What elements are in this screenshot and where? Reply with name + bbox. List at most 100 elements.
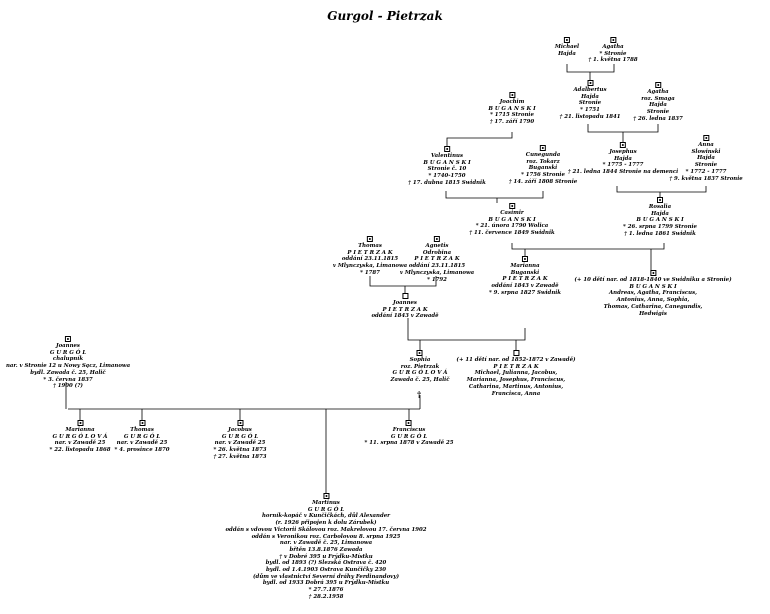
person-line: Agatha	[602, 44, 624, 50]
person-icon	[322, 493, 329, 499]
person-icon	[655, 82, 661, 88]
person-line: G U R G Ó L O V Á	[392, 370, 448, 377]
person-line: Stronie	[578, 100, 602, 107]
person-icon	[508, 203, 515, 209]
person-line: Agnetis	[425, 243, 449, 249]
person-line: (+ 11 dětí nar. od 1852-1872 v Zawadě)	[456, 357, 576, 363]
person-line: Martinus	[312, 500, 340, 506]
person-line: Stronie č. 10	[427, 166, 467, 173]
person-icon	[620, 142, 626, 148]
person-line: † v Dobré 395 u Frýdku-Místku	[279, 553, 373, 560]
person-line: Hajda	[614, 155, 632, 162]
person-line: Thomas	[358, 243, 382, 249]
person-line: G U R G Ó L	[390, 433, 428, 440]
person-line: Valentinus	[430, 153, 463, 159]
person-line: Hajda	[558, 50, 576, 57]
person-line: * 4. prosince 1870	[114, 447, 170, 454]
person-line: (r. 1926 připojen k dolu Zárubek)	[275, 520, 377, 527]
person-line: * 26. srpna 1799 Stronie	[623, 224, 697, 231]
person-line: roz. Pietrzak	[400, 363, 440, 370]
person-line: † 1900 (?)	[53, 383, 83, 390]
person-line: Agatha	[647, 89, 669, 95]
person-line: v Mlynczyska, Limanowa	[332, 263, 408, 270]
person-line: Josephus	[609, 149, 637, 155]
person-line: G U R G Ó L	[221, 433, 259, 440]
person-line: Joachim	[499, 99, 525, 105]
person-line: † 1. ledna 1861 Swidnik	[624, 230, 696, 237]
person-line: * 9. srpna 1827 Swidnik	[488, 289, 562, 296]
person-line: oddán s Veronikou roz. Carbolovou 8. srp…	[251, 533, 401, 540]
person-agatha1: Agatha* Stronie† 1. května 1788	[588, 37, 638, 64]
person-line: Stronie	[694, 162, 718, 169]
person-line: * 1740-1750	[428, 173, 466, 180]
person-line: Catharina, Martinus, Antonius,	[468, 383, 564, 390]
person-line: * Stronie	[599, 50, 627, 57]
page-title: Gurgol - Pietrzak	[327, 9, 443, 23]
person-line: (dům ve vlastnictví Severní dráhy Ferdin…	[253, 573, 399, 580]
person-line: Michael, Julianna, Jacobus,	[474, 370, 558, 377]
person-icon	[540, 145, 546, 151]
person-icon	[610, 37, 616, 43]
person-line: oddání 1843 v Zawadě	[491, 283, 559, 290]
person-icon	[433, 236, 440, 242]
square-icon	[402, 293, 408, 299]
person-line: oddán s vdovou Victorii Skálovou roz. Ma…	[225, 526, 427, 533]
person-icon	[405, 420, 412, 426]
person-line: B U G A N S K I	[488, 105, 536, 112]
person-icon	[656, 197, 663, 203]
person-line: P I E T R Z A K	[493, 363, 539, 370]
person-line: Franciscus	[392, 427, 426, 433]
person-line: † 27. května 1873	[213, 453, 267, 460]
person-line: bydl. od 1893 (?) Slezská Ostrava č. 420	[265, 560, 387, 567]
person-line: bydl. od 1933 Dobrá 395 u Frýdku-Místku	[262, 580, 390, 587]
person-line: v Mlynczyska, Limanowa	[399, 269, 475, 276]
person-line: P I E T R Z A K	[502, 276, 548, 283]
person-line: Francisca, Anna	[491, 390, 541, 397]
person-line: † 17. září 1790	[489, 119, 535, 126]
person-line: * 1792	[427, 276, 447, 283]
person-icon	[564, 37, 570, 43]
person-children10: (+ 10 dětí nar. od 1818-1840 ve Swidniku…	[574, 270, 732, 317]
person-line: Hedwigis	[639, 310, 667, 317]
person-line: Andreas, Agatha, Franciscus,	[608, 290, 697, 297]
person-line: nar. v Zawadě č. 25, Limanowa	[279, 540, 373, 547]
person-line: Hajda	[651, 210, 669, 217]
person-line: G U R G Ó L O V Á	[52, 433, 108, 440]
person-line: Hajda	[581, 93, 599, 100]
person-line: * 1787	[360, 269, 380, 276]
person-line: Antonius, Anna, Sophia,	[616, 297, 690, 304]
person-line: Jacobus	[228, 427, 252, 433]
person-line: † 21. listopadu 1841	[559, 113, 621, 120]
person-icon	[443, 146, 450, 152]
sophia-death-mark: †	[417, 389, 422, 399]
person-line: † 9. května 1837 Stronie	[669, 175, 743, 182]
person-line: Buganski	[510, 269, 540, 276]
person-icon	[521, 256, 528, 262]
person-line: B U G A N S K I	[423, 159, 471, 166]
person-children11: (+ 11 dětí nar. od 1852-1872 v Zawadě)P …	[456, 350, 576, 397]
person-line: * 26. května 1873	[213, 447, 267, 454]
person-icon	[139, 420, 145, 426]
person-line: Marianna	[510, 263, 540, 269]
person-line: Anna	[698, 142, 714, 148]
person-line: nar. v Zawadě 25	[54, 440, 106, 447]
person-icon	[77, 420, 83, 426]
person-line: G U R G Ó L	[307, 506, 345, 513]
person-icon	[649, 270, 656, 276]
